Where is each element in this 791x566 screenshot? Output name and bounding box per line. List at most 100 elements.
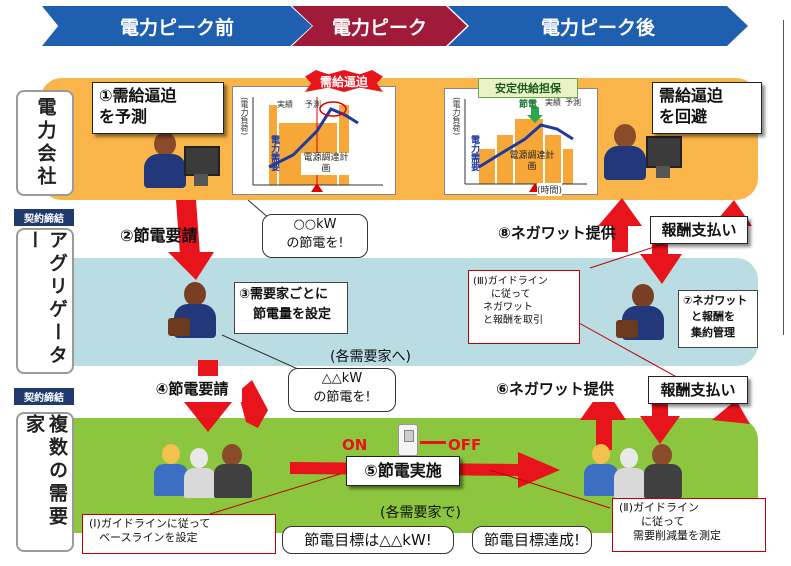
step-5-box: ⑤節電実施 [346, 456, 460, 486]
phase-before: 電力ピーク前 [42, 6, 312, 46]
contract-badge-bottom: 契約締結 [14, 388, 74, 405]
guideline-1-box: (Ⅰ)ガイドラインに従って ベースラインを設定 [82, 514, 276, 554]
step-4-box: ④節電要請 [142, 376, 242, 402]
contract-bottom-text: 契約締結 [24, 393, 64, 404]
row-label-aggregator: アグリゲーター [16, 228, 74, 374]
step-1-line1: ①需給逼迫 [99, 86, 177, 105]
kw-top-line1: ○○kW [293, 217, 337, 232]
step-7-line3: 集約管理 [691, 326, 735, 339]
callout-line-g1 [209, 473, 341, 515]
kw-top-line2: の節電を! [286, 236, 344, 251]
phase-peak: 電力ピーク [292, 6, 467, 46]
payment-top-text: 報酬支払い [661, 221, 737, 239]
utility-operator-icon-2 [600, 120, 682, 184]
switch-off-label: OFF [448, 436, 482, 454]
phase-after-label: 電力ピーク後 [540, 16, 655, 39]
g1-line1: (Ⅰ)ガイドラインに従って [89, 517, 211, 530]
arrow-negawatt-1b [712, 400, 750, 424]
step-5-text: ⑤節電実施 [364, 461, 442, 480]
utility-operator-icon [140, 128, 220, 192]
arrow-saving-head [518, 452, 560, 488]
step-6-box: ⑥ネガワット提供 [490, 376, 620, 402]
row-label-company: 電力会社 [16, 90, 74, 196]
phase-after: 電力ピーク後 [448, 6, 748, 46]
chart-after: (電力負荷) 電力需要 節電 実績 予測 電源調達計画 (時間) [444, 88, 598, 196]
arrow-pay-2-head [640, 254, 682, 284]
aggregator-person-icon-2 [616, 284, 676, 346]
chart-after-plan-text: 電源調達計画 [509, 151, 555, 172]
step-8-label: ⑧ネガワット提供 [498, 224, 616, 242]
payment-box-top: 報酬支払い [650, 216, 748, 244]
row-label-aggregator-text: アグリゲーター [23, 230, 68, 368]
step-6-text: ⑥ネガワット提供 [496, 380, 614, 398]
chart-after-series: 電力需要 [469, 135, 479, 171]
arrow-request-1-shaft [176, 200, 200, 255]
arrow-negawatt-2-shaft [612, 226, 628, 252]
stable-supply-banner: 安定供給担保 [478, 78, 578, 98]
step-1-box: ①需給逼迫 を予測 [92, 82, 224, 134]
g2-line1: (Ⅱ)ガイドライン [619, 501, 699, 514]
payment-bottom-text: 報酬支払い [660, 381, 736, 399]
chart-after-saving: 節電 [519, 100, 538, 110]
switch-on-label: ON [342, 436, 368, 454]
chart-after-ylabel: (電力負荷) [452, 97, 461, 136]
phase-before-label: 電力ピーク前 [119, 16, 234, 39]
chart-before: (電力負荷) 電力需要 実績 予測 電源調達計画 [232, 86, 396, 195]
step-3-line2: 節電量を設定 [253, 307, 332, 322]
arrow-negawatt-1-shaft [596, 420, 612, 450]
avoid-line1: 需給逼迫 [659, 86, 724, 105]
tight-supply-banner: 需給逼迫 [305, 70, 383, 92]
step-4-text: ④節電要請 [155, 380, 229, 398]
chart-after-xlabel: (時間) [537, 183, 563, 196]
achieved-box: 節電目標達成! [472, 526, 592, 554]
phase-peak-label: 電力ピーク [331, 16, 427, 39]
arrow-pay-1-head [640, 416, 680, 444]
switch-icon [398, 424, 418, 456]
callout-line-g2 [489, 469, 611, 509]
contract-top-text: 契約締結 [24, 214, 64, 225]
step-3-box: ③需要家ごとに 節電量を設定 [234, 282, 348, 334]
right-divider [783, 20, 784, 335]
g3-line1: (Ⅲ)ガイドライン [473, 276, 548, 287]
g3-line3: ネガワット [483, 302, 533, 313]
g1-line2: ベースラインを設定 [99, 531, 198, 544]
row-label-company-text: 電力会社 [34, 97, 57, 189]
avoid-line2: を回避 [659, 107, 708, 126]
guideline-3-box: (Ⅲ)ガイドライン に従って ネガワット と報酬を取引 [468, 270, 580, 344]
g2-line3: 需要削減量を測定 [633, 529, 721, 542]
step-1-line2: を予測 [99, 107, 148, 126]
arrow-negawatt-2-head [598, 198, 642, 226]
chart-before-ylabel: (電力負荷) [240, 97, 249, 136]
chart-after-forecast: 予測 [565, 98, 581, 107]
chart-before-plan: 電源調達計画 [301, 153, 351, 175]
avoid-box: 需給逼迫 を回避 [652, 82, 762, 134]
step-2-label: ②節電要請 [120, 226, 198, 245]
per-consumer-top: (各需要家へ) [330, 349, 411, 365]
stable-supply-text: 安定供給担保 [495, 82, 561, 95]
kw-request-mid: △△kW の節電を! [288, 368, 396, 412]
arrow-request-2b [238, 380, 268, 428]
step-3-line1: ③需要家ごとに [239, 287, 329, 302]
guideline-2-box: (Ⅱ)ガイドライン に従って 需要削減量を測定 [612, 498, 766, 552]
kw-mid-line2: の節電を! [313, 390, 371, 405]
achieved-text: 節電目標達成! [483, 531, 580, 549]
row-label-consumers: 複数の需要家 [16, 412, 74, 552]
payment-box-bottom: 報酬支払い [648, 376, 748, 404]
tight-supply-text: 需給逼迫 [319, 74, 368, 89]
chart-after-plan: 電源調達計画 [507, 151, 557, 173]
chart-after-actual: 実績 [545, 98, 561, 107]
kw-mid-line1: △△kW [321, 371, 363, 386]
contract-badge-top: 契約締結 [14, 209, 74, 226]
callout-line-kw [221, 334, 301, 371]
step-7-box: ⑦ネガワット と報酬を 集約管理 [678, 290, 758, 348]
chart-before-actual: 実績 [277, 100, 293, 109]
per-consumer-bottom: (各需要家で) [380, 505, 461, 521]
aggregator-person-icon [168, 282, 228, 344]
step-7-line1: ⑦ネガワット [683, 294, 748, 307]
kw-request-top: ○○kW の節電を! [262, 214, 368, 258]
chart-after-graphic [464, 99, 587, 192]
switch-arrow [420, 441, 446, 444]
consumers-group-icon-2 [584, 440, 696, 502]
target-box: 節電目標は△△kW! [282, 526, 454, 554]
chart-before-plan-text: 電源調達計画 [303, 153, 349, 174]
